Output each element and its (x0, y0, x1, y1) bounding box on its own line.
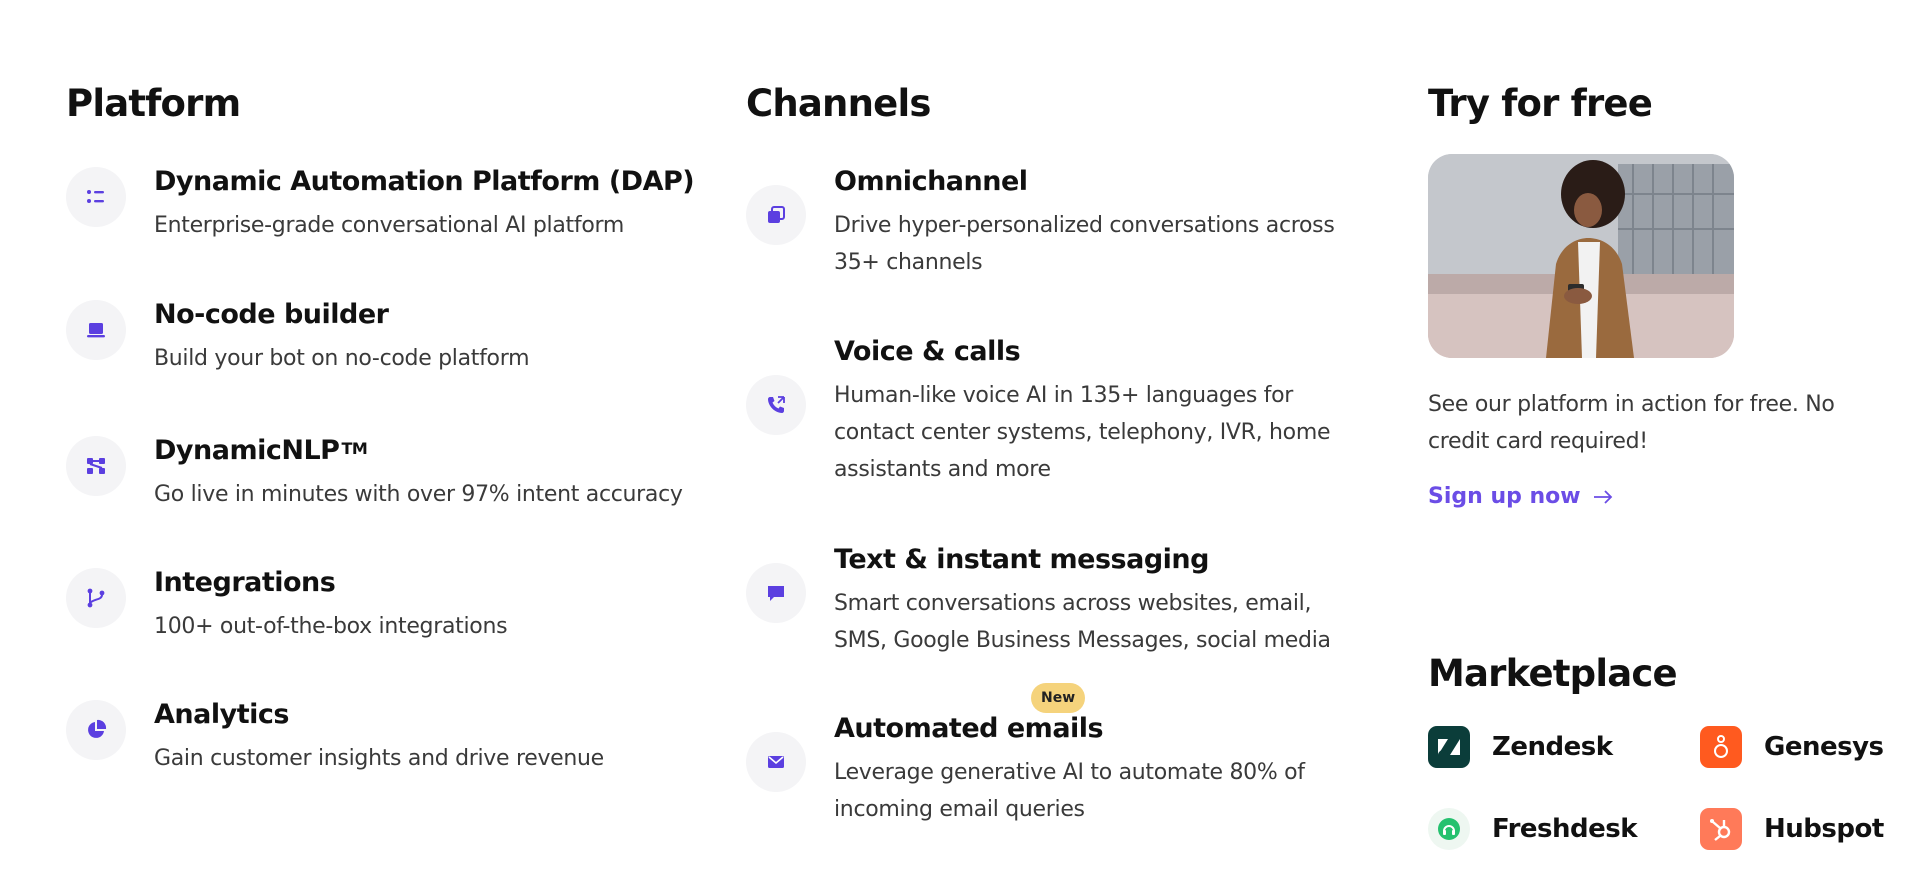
platform-item-analytics[interactable]: Analytics Gain customer insights and dri… (66, 698, 706, 778)
channels-item-text-messaging[interactable]: Text & instant messaging Smart conversat… (746, 543, 1366, 663)
marketplace-item-name: Zendesk (1492, 732, 1613, 762)
marketplace-item-genesys[interactable]: Genesys (1700, 726, 1884, 768)
item-description: Leverage generative AI to automate 80% o… (834, 760, 1305, 822)
nodes-icon (66, 436, 126, 496)
mail-icon (746, 732, 806, 792)
genesys-logo (1700, 726, 1742, 768)
item-title: Omnichannel (834, 166, 1028, 197)
marketplace-item-name: Freshdesk (1492, 814, 1638, 844)
layers-icon (746, 185, 806, 245)
item-title: Automated emails (834, 713, 1104, 744)
item-description: Drive hyper-personalized conversations a… (834, 213, 1335, 275)
sign-up-label: Sign up now (1428, 484, 1581, 509)
channels-item-voice-calls[interactable]: Voice & calls Human-like voice AI in 135… (746, 335, 1366, 495)
sign-up-now-link[interactable]: Sign up now (1428, 484, 1613, 509)
channels-item-omnichannel[interactable]: Omnichannel Drive hyper-personalized con… (746, 165, 1366, 285)
pie-chart-icon (66, 700, 126, 760)
try-free-description: See our platform in action for free. No … (1428, 392, 1835, 454)
item-title-text: DynamicNLP (154, 435, 340, 466)
item-title: Voice & calls (834, 336, 1021, 367)
item-description: Go live in minutes with over 97% intent … (154, 482, 683, 507)
promo-photo[interactable] (1428, 154, 1734, 358)
item-title: Analytics (154, 699, 289, 730)
marketplace-item-name: Genesys (1764, 732, 1884, 762)
item-description: Human-like voice AI in 135+ languages fo… (834, 383, 1331, 482)
marketplace-item-hubspot[interactable]: Hubspot (1700, 808, 1884, 850)
trademark-mark: TM (341, 439, 368, 458)
platform-item-integrations[interactable]: Integrations 100+ out-of-the-box integra… (66, 566, 706, 646)
arrow-right-icon (1593, 489, 1612, 504)
zendesk-logo (1428, 726, 1470, 768)
marketplace-item-name: Hubspot (1764, 814, 1884, 844)
branch-icon (66, 568, 126, 628)
freshdesk-logo (1428, 808, 1470, 850)
platform-item-no-code-builder[interactable]: No-code builder Build your bot on no-cod… (66, 298, 706, 378)
item-description: Build your bot on no-code platform (154, 346, 530, 371)
item-title: Integrations (154, 567, 336, 598)
item-description: 100+ out-of-the-box integrations (154, 614, 508, 639)
channels-item-automated-emails[interactable]: New Automated emails Leverage generative… (746, 683, 1366, 832)
platform-item-dap[interactable]: Dynamic Automation Platform (DAP) Enterp… (66, 165, 706, 245)
marketplace-heading: Marketplace (1428, 652, 1678, 695)
item-title: Text & instant messaging (834, 544, 1209, 575)
item-description: Enterprise-grade conversational AI platf… (154, 213, 624, 238)
woman-with-phone-image (1428, 154, 1734, 358)
hubspot-logo (1700, 808, 1742, 850)
phone-icon (746, 375, 806, 435)
item-description: Smart conversations across websites, ema… (834, 591, 1331, 653)
list-icon (66, 167, 126, 227)
marketplace-item-zendesk[interactable]: Zendesk (1428, 726, 1613, 768)
marketplace-item-freshdesk[interactable]: Freshdesk (1428, 808, 1638, 850)
try-free-heading: Try for free (1428, 82, 1653, 125)
item-description: Gain customer insights and drive revenue (154, 746, 604, 771)
chat-icon (746, 563, 806, 623)
platform-heading: Platform (66, 82, 241, 125)
laptop-icon (66, 300, 126, 360)
item-title: No-code builder (154, 299, 389, 330)
new-badge: New (1031, 683, 1086, 713)
channels-heading: Channels (746, 82, 931, 125)
item-title: Dynamic Automation Platform (DAP) (154, 166, 695, 197)
